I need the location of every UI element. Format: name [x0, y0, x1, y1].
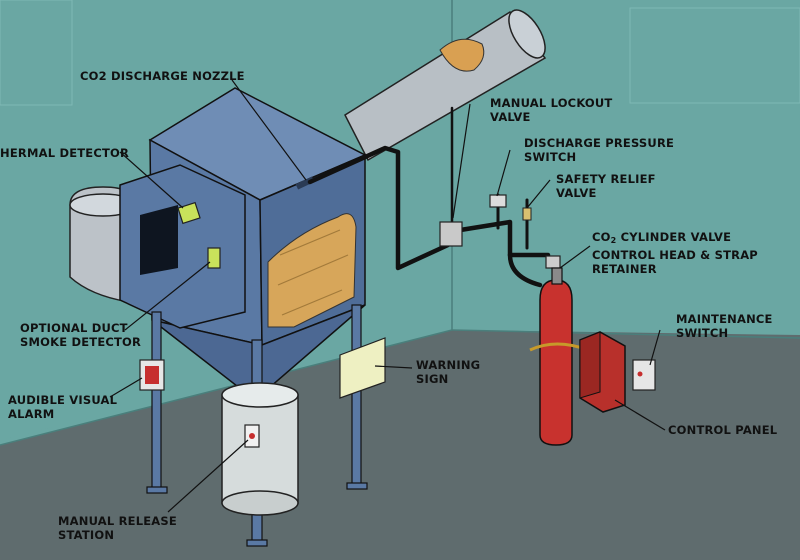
- control-panel-label: CONTROL PANEL: [668, 423, 778, 437]
- maintenance-switch-label: MAINTENANCE SWITCH: [676, 312, 773, 340]
- thermal-detector-label: THERMAL DETECTOR: [0, 146, 130, 160]
- valve-assembly-icon: [439, 194, 561, 269]
- discharge-pressure-switch-label: DISCHARGE PRESSURE SWITCH: [524, 136, 675, 164]
- manual-lockout-valve-label: MANUAL LOCKOUT VALVE: [490, 96, 613, 124]
- duct-smoke-detector-label: OPTIONAL DUCT SMOKE DETECTOR: [20, 321, 142, 349]
- audible-visual-alarm-label: AUDIBLE VISUAL ALARM: [8, 393, 118, 421]
- audible-visual-alarm-icon: [139, 359, 165, 391]
- control-panel-icon: [579, 331, 626, 413]
- exhaust-duct: [344, 9, 547, 162]
- warning-sign-label: WARNING SIGN: [416, 358, 481, 386]
- co2-cylinder: [529, 267, 589, 446]
- inlet-duct: [69, 164, 246, 329]
- collection-drum: [221, 382, 299, 516]
- maintenance-switch-icon: [632, 359, 656, 391]
- safety-relief-valve-label: SAFETY RELIEF VALVE: [556, 172, 656, 200]
- duct-smoke-detector-icon: [207, 247, 221, 269]
- co2-discharge-nozzle-label: CO2 DISCHARGE NOZZLE: [80, 69, 245, 83]
- manual-release-station-icon: [244, 424, 260, 448]
- leader-lines: [109, 79, 666, 513]
- cylinder-valve-label: CO2 CYLINDER VALVE CONTROL HEAD & STRAP …: [592, 230, 758, 276]
- warning-sign-icon: [339, 337, 386, 399]
- thermal-detector-icon: [177, 201, 201, 225]
- manual-release-station-label: MANUAL RELEASE STATION: [58, 514, 177, 542]
